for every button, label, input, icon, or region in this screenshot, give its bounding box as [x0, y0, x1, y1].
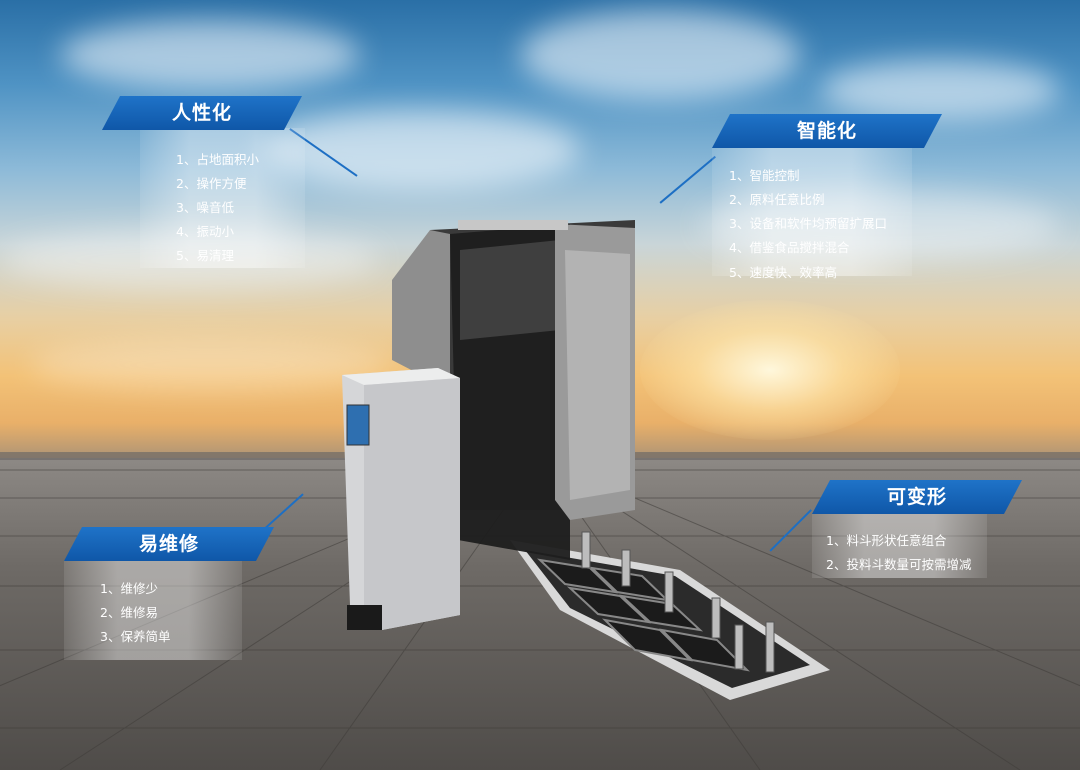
callout-item: 5、易清理 [176, 248, 234, 263]
housing-right-face [565, 250, 630, 500]
cabinet-top [342, 368, 460, 385]
cloud [820, 60, 1060, 120]
cloud [260, 110, 580, 190]
hopper-posts [581, 531, 775, 673]
cloud [0, 230, 380, 290]
callout-item: 1、智能控制 [729, 168, 800, 183]
callout-title: 智能化 [712, 114, 942, 148]
callout-item: 1、料斗形状任意组合 [826, 533, 947, 548]
touch-screen [346, 404, 370, 446]
callout-box [812, 514, 987, 578]
mixer-drum [460, 240, 560, 340]
callout-item: 3、噪音低 [176, 200, 234, 215]
callout-item: 1、维修少 [100, 581, 158, 596]
callout-item: 2、操作方便 [176, 176, 247, 191]
cloud [60, 20, 360, 90]
callout-item: 2、投料斗数量可按需增减 [826, 557, 972, 572]
cabinet-side [364, 378, 460, 630]
callout-item: 2、原料任意比例 [729, 192, 825, 207]
callout-box [712, 148, 912, 276]
callout-box [140, 128, 305, 268]
callout-item: 2、维修易 [100, 605, 158, 620]
cloud [30, 340, 390, 390]
callout-box [64, 560, 242, 660]
housing-left [392, 230, 450, 390]
mixing-machine [342, 220, 830, 700]
cloud [700, 190, 1060, 260]
top-frame [458, 220, 568, 230]
callout-title: 易维修 [64, 527, 274, 561]
callout-item: 5、速度快、效率高 [729, 265, 837, 280]
callout-title: 可变形 [812, 480, 1022, 514]
callout-item: 1、占地面积小 [176, 152, 259, 167]
cabinet-base [347, 605, 382, 630]
callout-title: 人性化 [102, 96, 302, 130]
sun-glow [640, 300, 900, 440]
callout-item: 3、设备和软件均预留扩展口 [729, 216, 887, 231]
callout-item: 4、振动小 [176, 224, 234, 239]
callout-item: 4、借鉴食品搅拌混合 [729, 240, 850, 255]
cloud [520, 10, 800, 100]
callout-item: 3、保养简单 [100, 629, 171, 644]
